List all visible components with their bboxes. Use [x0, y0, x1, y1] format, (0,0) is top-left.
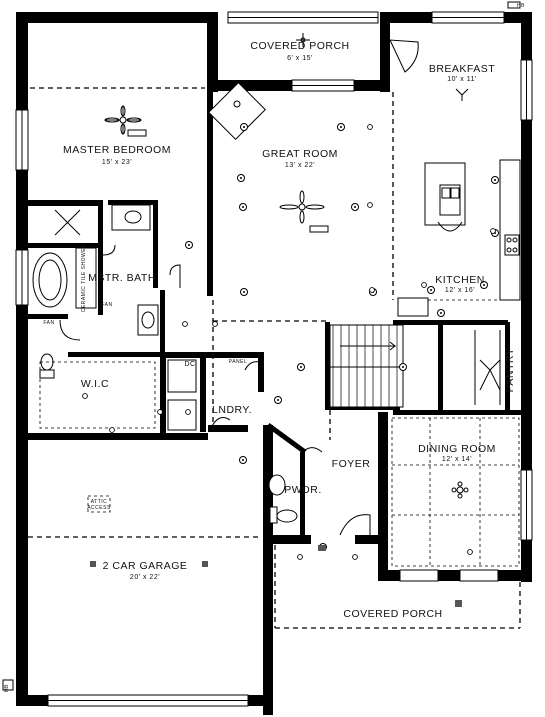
room-labels: COVERED PORCH 6' x 15' BREAKFAST 10' x 1…	[63, 40, 516, 620]
hose-bib-icon	[2, 1, 521, 691]
misc-squares	[90, 129, 462, 607]
kitchen-island	[424, 162, 466, 232]
covered-porch-bottom-name: COVERED PORCH	[343, 608, 442, 620]
pantry-shelves	[474, 330, 501, 405]
outlet-icon	[369, 287, 375, 293]
outlet-icon	[352, 554, 358, 560]
recessed-light-dot	[483, 284, 485, 286]
recessed-light-dot	[242, 206, 244, 208]
garage-dim: 20' x 22'	[130, 574, 160, 581]
outlet-icon	[467, 549, 473, 555]
master-bedroom-name: MASTER BEDROOM	[63, 144, 171, 156]
great-room-name: GREAT ROOM	[262, 148, 338, 160]
recessed-light-dot	[277, 399, 279, 401]
pwdr-name: PWDR.	[284, 484, 322, 496]
foyer-name: FOYER	[332, 458, 371, 470]
recessed-light-dot	[494, 179, 496, 181]
windows	[15, 11, 533, 707]
breakfast-door	[389, 39, 419, 73]
pantry-name: PANTRY	[504, 348, 516, 393]
outlet-icon	[297, 554, 303, 560]
ceiling-fan-icon	[104, 33, 469, 499]
dining-room-dim: 12' x 14'	[442, 456, 472, 463]
wic-name: W.I.C	[81, 378, 109, 390]
outlet-icon	[421, 282, 427, 288]
kitchen-counters	[397, 159, 521, 317]
recessed-light-dot	[243, 126, 245, 128]
great-room-dim: 13' x 22'	[285, 162, 315, 169]
fan-label-2: FAN	[101, 302, 112, 308]
laundry-fixtures	[167, 359, 197, 431]
outlet-icon	[490, 228, 496, 234]
master-bedroom-dim: 15' x 23'	[102, 159, 132, 166]
covered-porch-top-name: COVERED PORCH	[250, 40, 349, 52]
breakfast-name: BREAKFAST	[429, 63, 495, 75]
dining-room-name: DINING ROOM	[418, 443, 496, 455]
shower-note: CERAMIC TILE SHOWER	[81, 244, 87, 312]
covered-porch-top-dim: 6' x 15'	[287, 55, 313, 62]
kitchen-dim: 12' x 16'	[445, 287, 475, 294]
outlet-icon	[82, 393, 88, 399]
recessed-light-dot	[340, 126, 342, 128]
recessed-light-dot	[242, 459, 244, 461]
attic-access	[87, 495, 111, 513]
outlet-icon	[157, 409, 163, 415]
small-labels: HB HB PANEL DC ATTIC ACCESS FAN FAN CERA…	[4, 3, 525, 692]
door-swings	[59, 244, 501, 540]
recessed-light-dot	[243, 291, 245, 293]
recessed-light-dot	[402, 366, 404, 368]
dc-label: DC	[184, 361, 195, 368]
kitchen-name: KITCHEN	[435, 274, 485, 286]
wic-shelves	[39, 361, 156, 429]
recessed-light-dot	[440, 312, 442, 314]
outlet-icon	[212, 321, 218, 327]
mstr-bath-name: MSTR. BATH	[88, 272, 156, 284]
exterior-walls	[16, 12, 532, 715]
hb-top-label: HB	[517, 3, 525, 9]
recessed-light-dot	[240, 177, 242, 179]
staircase	[329, 324, 404, 408]
fan-label: FAN	[43, 320, 54, 326]
recessed-light-dot	[188, 244, 190, 246]
hb-bottom-label: HB	[4, 684, 10, 692]
recessed-light-dot	[430, 289, 432, 291]
outlet-icon	[109, 427, 115, 433]
interior-walls	[28, 80, 523, 545]
access-label: ACCESS	[87, 505, 111, 511]
breakfast-dim: 10' x 11'	[447, 76, 477, 83]
great-room-fireplace	[208, 82, 266, 140]
panel-label: PANEL	[229, 359, 248, 365]
powder-fixtures	[268, 474, 298, 524]
recessed-light-dot	[354, 206, 356, 208]
outlet-icon	[185, 409, 191, 415]
outlet-icon	[367, 202, 373, 208]
garage-name: 2 CAR GARAGE	[103, 560, 188, 572]
outlet-icon	[367, 124, 373, 130]
lndry-name: LNDRY.	[212, 404, 252, 416]
recessed-light-dot	[300, 366, 302, 368]
stair-arrow-icon	[340, 341, 397, 351]
outlet-icon	[182, 321, 188, 327]
recessed-lights	[82, 123, 499, 560]
attic-label: ATTIC	[91, 499, 108, 505]
master-bath-fixtures	[32, 204, 159, 379]
